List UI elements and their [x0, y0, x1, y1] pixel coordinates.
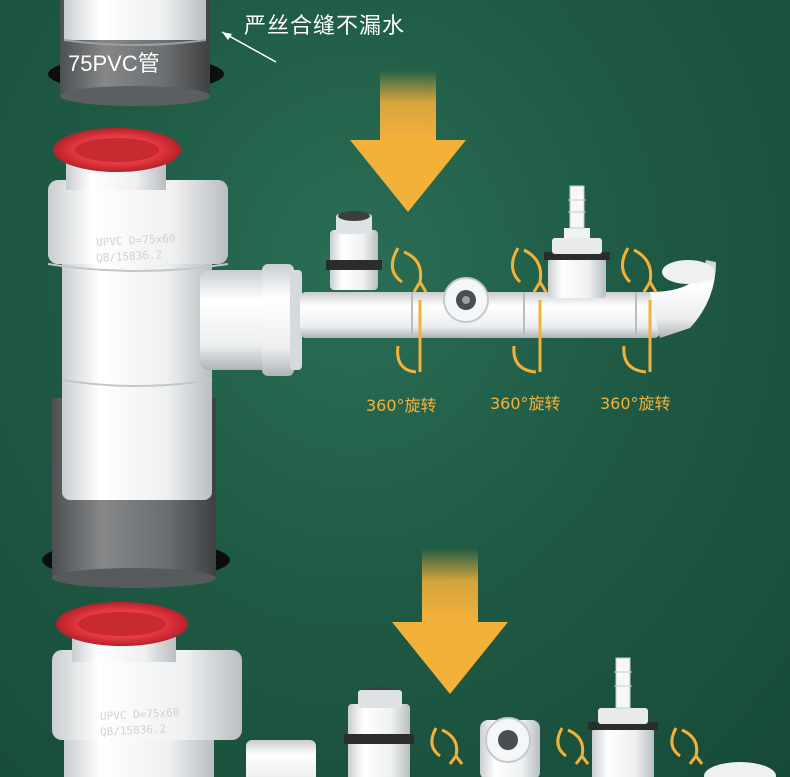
rotation-arrow-icon: [430, 727, 464, 765]
down-arrow-icon: [392, 548, 508, 694]
pipe-label: 75PVC管: [68, 51, 160, 76]
top-pvc-pipe: [48, 0, 224, 106]
rotation-label-2: 360°旋转: [490, 394, 561, 413]
rotation-arrow-icon: [390, 247, 428, 374]
trap-body-top: [42, 128, 302, 588]
manifold-bottom: [344, 657, 776, 777]
manifold-top: [300, 185, 716, 338]
tagline: 严丝合缝不漏水: [244, 14, 406, 39]
rotation-arrow-icon: [621, 247, 658, 374]
pointer-line-icon: [221, 31, 277, 63]
rotation-label-3: 360°旋转: [600, 394, 671, 413]
rotation-arrow-icon: [556, 727, 590, 765]
trap-body-bottom: [52, 602, 316, 777]
rotation-arrow-icon: [511, 247, 548, 374]
down-arrow-icon: [350, 70, 466, 212]
rotation-label-1: 360°旋转: [366, 396, 437, 415]
rotation-arrow-icon: [670, 727, 704, 765]
